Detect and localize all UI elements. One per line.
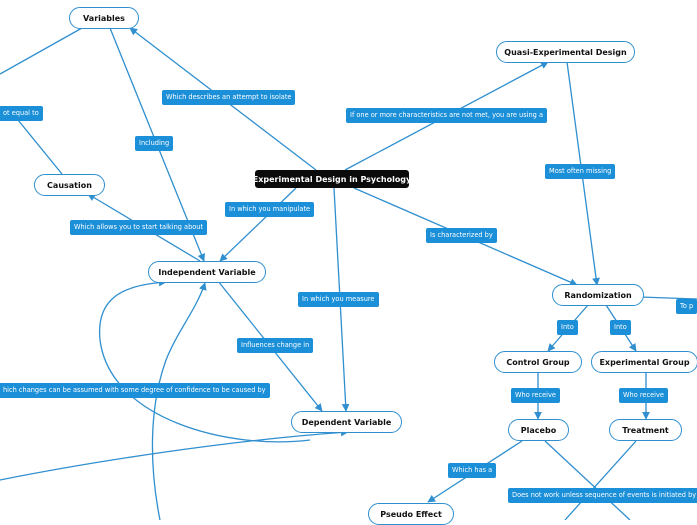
edge-left-causation (17, 119, 63, 175)
label-which-changes: hich changes can be assumed with some de… (0, 383, 270, 398)
edge-randomization-right (639, 296, 697, 300)
node-causation[interactable]: Causation (34, 174, 105, 196)
node-quasi-experimental-design[interactable]: Quasi-Experimental Design (496, 41, 635, 63)
label-manipulate: In which you manipulate (225, 202, 315, 217)
label-which-has: Which has a (448, 463, 497, 478)
label-including: Including (135, 136, 174, 151)
node-pseudo-effect[interactable]: Pseudo Effect (368, 503, 454, 525)
label-into-experimental: Into (610, 320, 631, 335)
edge-left-dependent (0, 428, 349, 481)
label-who-receive-experimental: Who receive (619, 388, 668, 403)
label-characteristics: If one or more characteristics are not m… (346, 108, 547, 123)
node-placebo[interactable]: Placebo (508, 419, 569, 441)
edge-treatment-bottom (564, 440, 637, 520)
label-measure: In which you measure (298, 292, 379, 307)
label-into-control: Into (557, 320, 578, 335)
node-control-group[interactable]: Control Group (494, 351, 582, 373)
label-influences: Influences change in (237, 338, 314, 353)
node-dependent-variable[interactable]: Dependent Variable (291, 411, 402, 433)
label-to-p: To p (676, 299, 697, 314)
edge-center-independent (219, 187, 297, 262)
label-isolate: Which describes an attempt to isolate (162, 90, 296, 105)
edge-placebo-bottom (544, 440, 631, 520)
label-start-talking: Which allows you to start talking about (70, 220, 208, 235)
label-characterized: Is characterized by (426, 228, 497, 243)
node-experimental-design[interactable]: Experimental Design in Psychology (253, 170, 411, 188)
node-treatment[interactable]: Treatment (609, 419, 682, 441)
edge-bottom-independent (151, 282, 207, 520)
edge-dependent-loop (98, 278, 311, 443)
label-who-receive-control: Who receive (511, 388, 560, 403)
label-most-often-missing: Most often missing (545, 164, 616, 179)
node-randomization[interactable]: Randomization (552, 284, 644, 306)
node-experimental-group[interactable]: Experimental Group (591, 351, 697, 373)
label-not-equal: ot equal to (0, 106, 43, 121)
node-independent-variable[interactable]: Independent Variable (148, 261, 266, 283)
edge-variables-left (0, 27, 83, 75)
label-does-not-work: Does not work unless sequence of events … (508, 488, 697, 503)
node-variables[interactable]: Variables (69, 7, 139, 29)
